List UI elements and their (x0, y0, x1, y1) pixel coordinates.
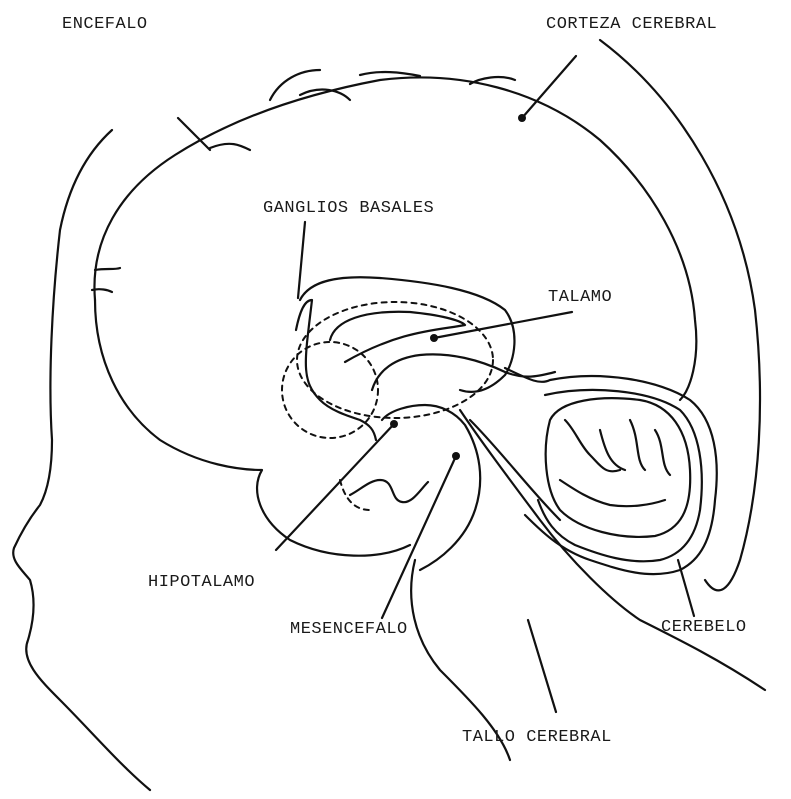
label-hipotalamo: HIPOTALAMO (148, 574, 255, 591)
pointer-dot-talamo (430, 334, 438, 342)
brainstem-outline (372, 354, 555, 390)
pointer-dot-hipotalamo (390, 420, 398, 428)
skull-arc (600, 40, 760, 590)
pointer-dot-corteza (518, 114, 526, 122)
pointer-ganglios (298, 222, 305, 298)
temporal-lobe (95, 300, 410, 556)
arbor-vitae (560, 420, 670, 506)
pointer-talamo (434, 312, 572, 338)
pointer-hipotalamo (276, 424, 394, 550)
pointer-corteza (522, 56, 576, 118)
gyrus-line (210, 144, 250, 150)
label-ganglios-basales: GANGLIOS BASALES (263, 200, 434, 217)
brainstem-back (460, 410, 765, 690)
midbrain-squiggle (350, 480, 428, 502)
gyrus-line (178, 118, 210, 150)
head-outline (13, 130, 150, 790)
brainstem-front (382, 405, 480, 570)
gyrus-line (300, 90, 350, 100)
label-encefalo: ENCEFALO (62, 16, 148, 33)
gyrus-line (360, 72, 420, 76)
label-tallo-cerebral: TALLO CEREBRAL (462, 729, 612, 746)
basal-ganglia-dashed-ring (297, 302, 493, 418)
basal-ganglia-ring-solid (296, 300, 376, 440)
label-cerebelo: CEREBELO (661, 619, 747, 636)
pointer-cerebelo (678, 560, 694, 616)
gyrus-line (95, 268, 120, 270)
pointer-mesencefalo (382, 456, 456, 618)
label-corteza-cerebral: CORTEZA CEREBRAL (546, 16, 717, 33)
pointer-dot-mesencefalo (452, 452, 460, 460)
label-talamo: TALAMO (548, 289, 612, 306)
pointer-tallo (528, 620, 556, 712)
label-mesencefalo: MESENCEFALO (290, 621, 408, 638)
